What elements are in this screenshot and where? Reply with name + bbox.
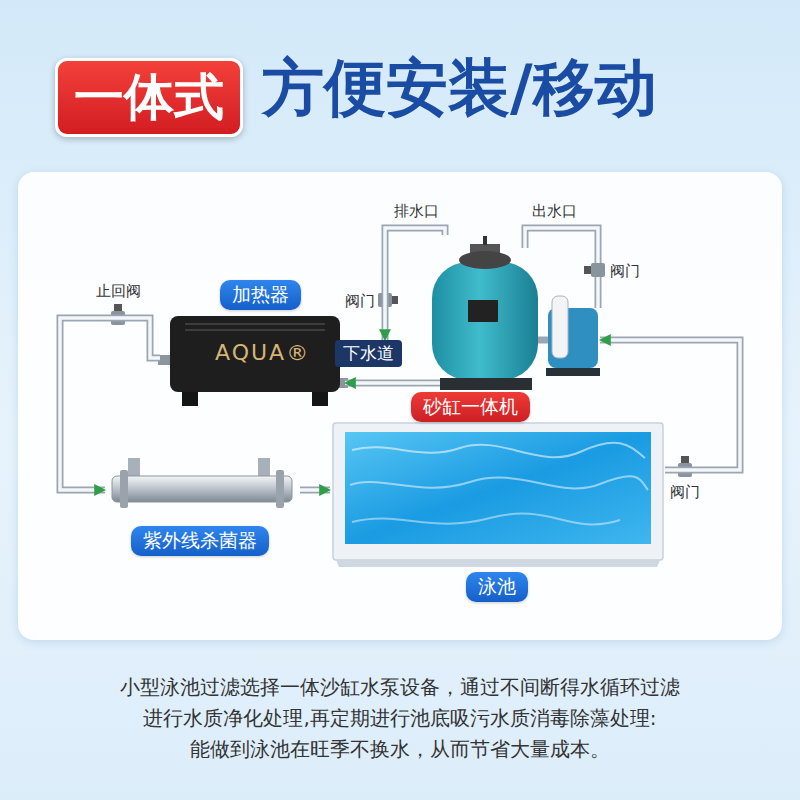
- part-label: 阀门: [610, 262, 640, 281]
- equipment-label: 泳池: [466, 572, 528, 602]
- valve-symbol: [591, 263, 605, 277]
- caption-text: 小型泳池过滤选择一体沙缸水泵设备，通过不间断得水循环过滤 进行水质净化处理,再定…: [60, 672, 740, 765]
- uv-unit: 紫外线杀菌器: [105, 455, 300, 560]
- uv-port: [258, 458, 270, 478]
- drain-box: 下水道: [335, 340, 402, 367]
- heater-leg: [312, 392, 328, 406]
- filter-unit: 砂缸一体机: [405, 235, 600, 420]
- title-text: 方便安装/移动: [262, 46, 657, 130]
- part-label: 阀门: [670, 483, 700, 502]
- part-label: 出水口: [532, 202, 577, 221]
- valve-symbol: [392, 296, 398, 304]
- uv-flange: [120, 470, 128, 508]
- pipe-connector: [60, 318, 160, 490]
- filter-tank: [432, 262, 538, 380]
- pipe-outline: [60, 318, 160, 490]
- pipe-outline: [600, 340, 740, 470]
- pipe-core: [300, 488, 330, 492]
- stub-pipe: [405, 381, 440, 385]
- filter-base: [440, 378, 532, 390]
- badge-box: 一体式: [55, 58, 243, 137]
- box-text: 下水道: [335, 340, 402, 367]
- heater-leg: [182, 392, 198, 406]
- valve-symbol: [584, 266, 591, 274]
- pipe-connector: [385, 228, 445, 340]
- pool-side: [336, 560, 660, 567]
- part-label: 排水口: [394, 202, 439, 221]
- pipe-outline: [300, 487, 330, 494]
- water-wave: [350, 476, 648, 490]
- pipe-outline: [385, 228, 445, 340]
- heater-rib: [185, 324, 325, 330]
- stub-pipe: [405, 380, 440, 387]
- brand-mark: AQUA®: [215, 340, 310, 365]
- uv-tube: [112, 476, 292, 502]
- box-text: 一体式: [58, 61, 240, 134]
- filter-gauge: [468, 300, 498, 322]
- pipe-connector: [345, 383, 405, 384]
- pipe-core: [600, 340, 740, 470]
- pool-water: [345, 432, 651, 544]
- part-label: 阀门: [345, 292, 375, 311]
- water-wave: [352, 514, 620, 525]
- uv-flange: [276, 470, 284, 508]
- pump-strainer: [552, 296, 568, 358]
- equipment-label: 砂缸一体机: [411, 392, 530, 422]
- pipe-connector: [600, 340, 740, 470]
- white-panel: [18, 172, 782, 640]
- filter-valve: [459, 251, 511, 269]
- equipment-label: 加热器: [220, 280, 301, 310]
- pipe-connector: [300, 490, 330, 491]
- water-wave: [352, 443, 645, 458]
- pool-unit: 泳池: [330, 420, 665, 604]
- valve-handle: [483, 236, 487, 245]
- valve-symbol: [681, 456, 689, 463]
- pool-frame: [333, 423, 663, 560]
- pipe-core: [345, 381, 405, 385]
- pipe-core: [385, 228, 445, 340]
- equipment-label: 紫外线杀菌器: [131, 526, 269, 556]
- pipe-outline: [345, 380, 405, 387]
- uv-port: [128, 458, 140, 478]
- pipe-core: [60, 318, 160, 490]
- pump-base: [546, 368, 600, 376]
- heater-port: [158, 355, 172, 365]
- check-valve: [114, 304, 122, 311]
- heater-body: [170, 316, 340, 392]
- part-label: 止回阀: [96, 282, 141, 301]
